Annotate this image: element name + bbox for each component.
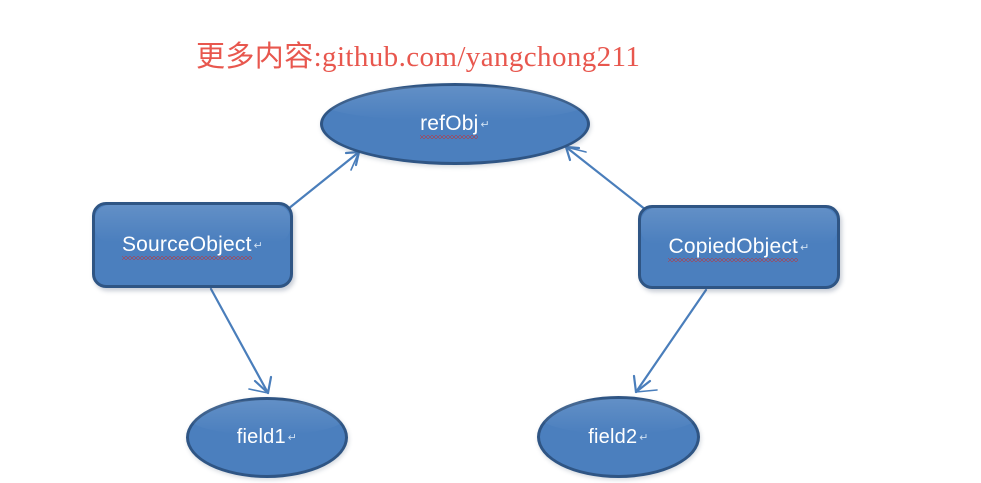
paragraph-mark-icon: ↵ <box>480 119 490 131</box>
watermark-title: 更多内容:github.com/yangchong211 <box>196 41 641 73</box>
node-copiedobject[interactable]: CopiedObject↵ <box>638 205 840 289</box>
paragraph-mark-icon: ↵ <box>639 431 649 444</box>
edge-source-to-refobj <box>286 150 361 211</box>
paragraph-mark-icon: ↵ <box>287 432 298 444</box>
node-refobj[interactable]: refObj↵ <box>320 83 590 165</box>
node-field2-label: field2↵ <box>588 426 648 449</box>
node-field1-text: field1 <box>236 426 286 448</box>
node-field1[interactable]: field1↵ <box>186 397 348 478</box>
node-copiedobject-text: CopiedObject <box>668 235 799 262</box>
paragraph-mark-icon: ↵ <box>253 240 264 252</box>
node-sourceobject[interactable]: SourceObject↵ <box>92 202 293 288</box>
node-sourceobject-text: SourceObject <box>121 233 252 260</box>
edge-copied-to-refobj <box>564 145 648 212</box>
node-field1-label: field1↵ <box>237 426 297 449</box>
paragraph-mark-icon: ↵ <box>800 242 810 254</box>
edge-copied-to-field2 <box>632 288 708 394</box>
node-field2-text: field2 <box>588 425 638 448</box>
edge-source-to-field1 <box>209 287 273 395</box>
node-copiedobject-label: CopiedObject↵ <box>668 235 810 262</box>
node-field2[interactable]: field2↵ <box>537 396 700 478</box>
node-sourceobject-label: SourceObject↵ <box>121 233 264 260</box>
node-refobj-text: refObj <box>420 112 479 139</box>
node-refobj-label: refObj↵ <box>420 112 490 139</box>
